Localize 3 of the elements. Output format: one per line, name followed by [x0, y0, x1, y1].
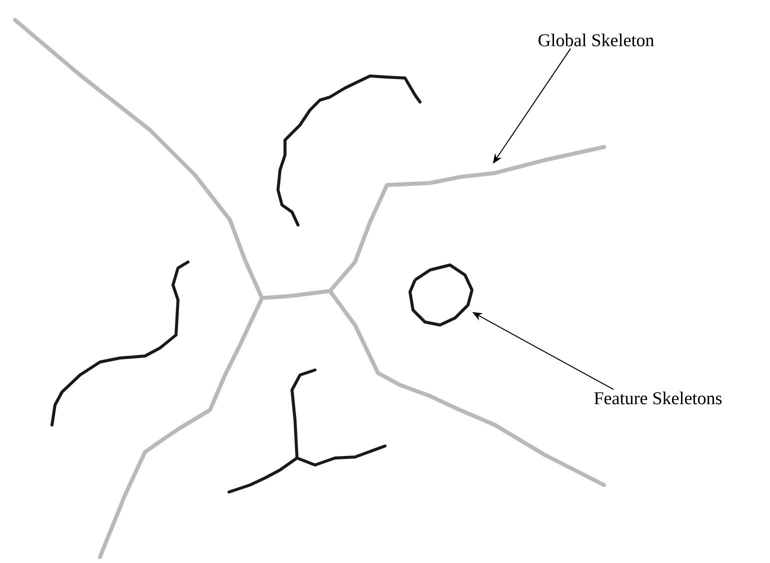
callout-label: Global Skeleton	[538, 34, 654, 46]
feature-skeleton	[408, 264, 474, 326]
callout-label: Feature Skeletons	[594, 392, 722, 404]
